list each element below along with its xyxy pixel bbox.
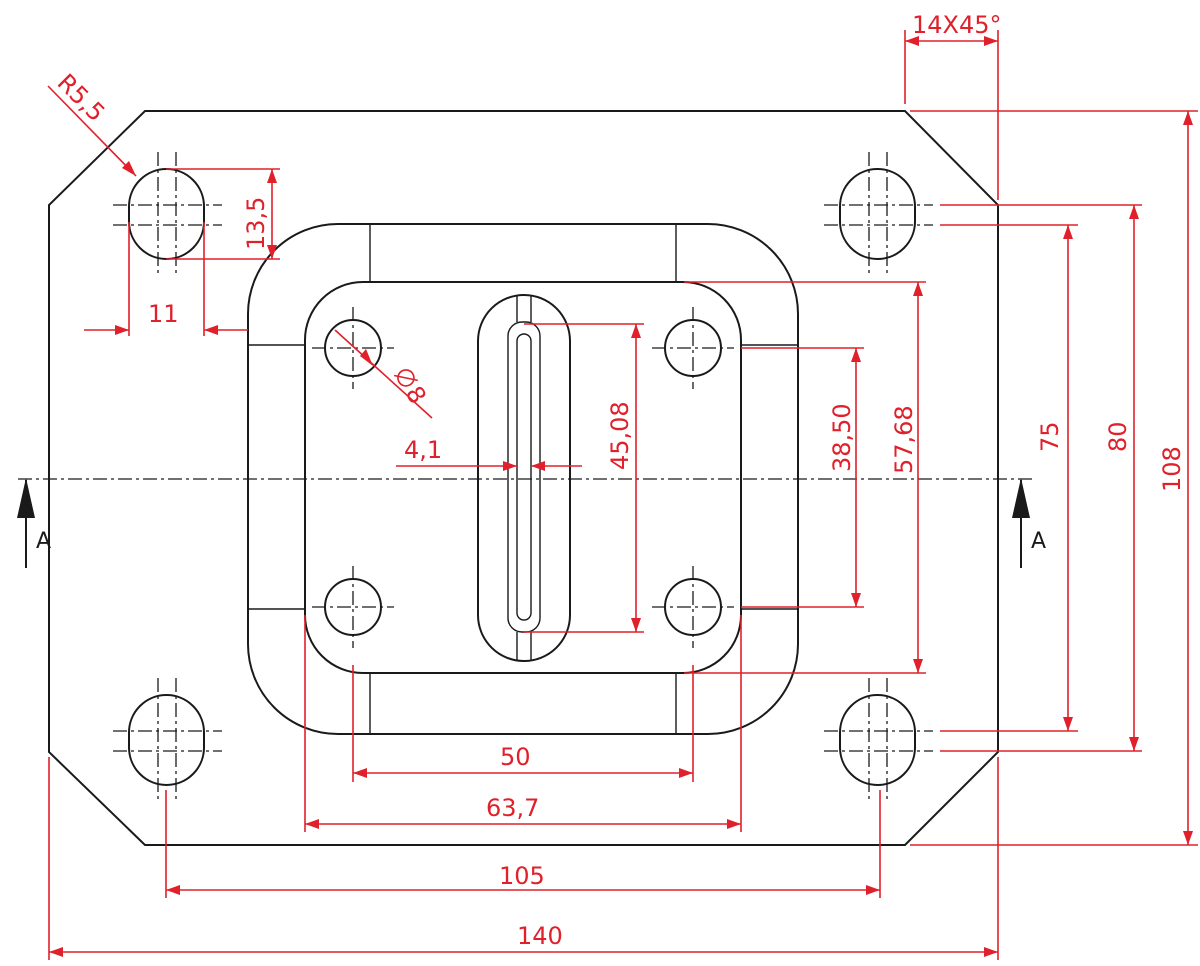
dim-slot-width: 4,1 xyxy=(396,436,582,471)
center-slot-mid xyxy=(507,321,541,633)
dim-slot-span-label: 45,08 xyxy=(606,401,634,470)
round-hole-top-left xyxy=(312,307,394,389)
slotted-hole-top-right xyxy=(824,152,933,276)
dim-chamfer: 14X45° xyxy=(904,11,1002,200)
dim-slot-offset: 11 xyxy=(84,222,248,336)
dim-hole-span-h: 50 xyxy=(352,665,694,782)
round-hole-bottom-left xyxy=(312,566,394,648)
dim-hole-span-h-label: 50 xyxy=(500,743,531,771)
dimension-layer: 14X45° R5,5 13,5 11 xyxy=(47,11,1198,960)
dim-recess-v-label: 57,68 xyxy=(890,405,918,474)
dim-slot-pitch-inner-label: 75 xyxy=(1036,421,1064,452)
dim-slot-offset-label: 11 xyxy=(148,300,179,328)
dim-overall-height: 108 xyxy=(910,110,1198,846)
recess-inner xyxy=(304,281,742,674)
dim-slot-length-label: 13,5 xyxy=(242,197,270,250)
dim-hole-span-v-label: 38,50 xyxy=(828,403,856,472)
dim-radius: R5,5 xyxy=(47,68,137,177)
plate-outline xyxy=(48,110,999,846)
dim-hole-diameter: 8 xyxy=(334,329,433,419)
dim-slot-pitch-outer-label: 80 xyxy=(1104,421,1132,452)
dim-slot-pitch-h: 105 xyxy=(165,790,881,898)
center-slot-inner xyxy=(516,333,532,621)
dim-slot-pitch-inner: 75 xyxy=(940,224,1078,732)
dim-slot-pitch-outer: 80 xyxy=(940,204,1142,752)
slotted-hole-bottom-right xyxy=(824,678,933,802)
dim-overall-width: 140 xyxy=(48,757,999,960)
part-geometry: A A xyxy=(17,110,1046,846)
section-label-right: A xyxy=(1031,529,1046,554)
dim-chamfer-label: 14X45° xyxy=(912,11,1002,39)
dim-recess-h: 63,7 xyxy=(304,615,742,832)
dim-slot-span: 45,08 xyxy=(524,323,644,633)
center-slot-outer xyxy=(477,294,571,662)
dim-overall-height-label: 108 xyxy=(1158,446,1186,492)
dim-recess-h-label: 63,7 xyxy=(486,794,539,822)
dim-slot-width-label: 4,1 xyxy=(404,436,442,464)
section-label-left: A xyxy=(36,529,51,554)
dim-recess-v: 57,68 xyxy=(684,281,926,674)
dim-hole-span-v: 38,50 xyxy=(741,347,864,608)
round-hole-bottom-right xyxy=(652,566,734,648)
dim-slot-length: 13,5 xyxy=(166,168,280,260)
round-hole-top-right xyxy=(652,307,734,389)
slotted-hole-bottom-left xyxy=(113,678,222,802)
dim-slot-pitch-h-label: 105 xyxy=(499,862,545,890)
section-arrow-left xyxy=(17,478,35,568)
dim-overall-width-label: 140 xyxy=(517,922,563,950)
section-arrow-right xyxy=(1012,478,1030,568)
